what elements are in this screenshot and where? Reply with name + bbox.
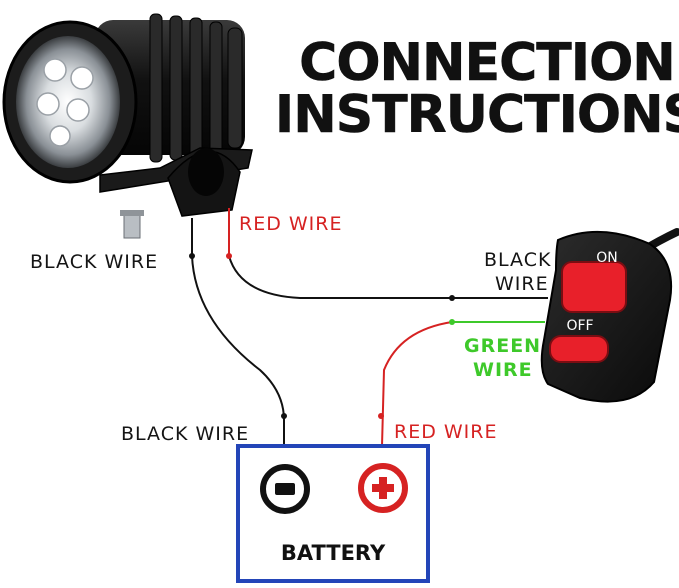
black-wire-light-label: BLACK WIRE <box>30 251 158 273</box>
black-wire-switch-label-1: BLACK <box>484 249 551 271</box>
title-line-1: CONNECTION <box>299 33 675 93</box>
battery-positive-icon <box>358 463 408 513</box>
light-to-switch-wire <box>228 255 548 299</box>
wire-junctions <box>189 253 455 419</box>
green-wire-label-2: WIRE <box>473 359 533 381</box>
battery: BATTERY <box>236 444 430 583</box>
red-wire-light-label: RED WIRE <box>239 213 342 235</box>
on-button <box>561 261 627 313</box>
wires <box>191 208 548 447</box>
handlebar-switch-icon: ON OFF <box>540 228 679 403</box>
led-light-icon <box>2 13 253 239</box>
black-wire-battery-label: BLACK WIRE <box>121 423 249 445</box>
switch-on-label: ON <box>596 250 618 266</box>
battery-negative-icon <box>260 464 310 514</box>
battery-label: BATTERY <box>281 541 386 565</box>
off-button <box>549 335 609 363</box>
title-line-2: INSTRUCTIONS <box>275 85 679 145</box>
red-wire-battery-segment <box>381 321 453 447</box>
black-wire-switch-label-2: WIRE <box>495 273 549 295</box>
switch-off-label: OFF <box>566 318 593 334</box>
black-wire-light-to-battery <box>191 218 285 446</box>
title: CONNECTION INSTRUCTIONS <box>275 33 679 146</box>
red-wire-battery-label: RED WIRE <box>394 421 497 443</box>
green-wire-label-1: GREEN <box>464 335 541 357</box>
